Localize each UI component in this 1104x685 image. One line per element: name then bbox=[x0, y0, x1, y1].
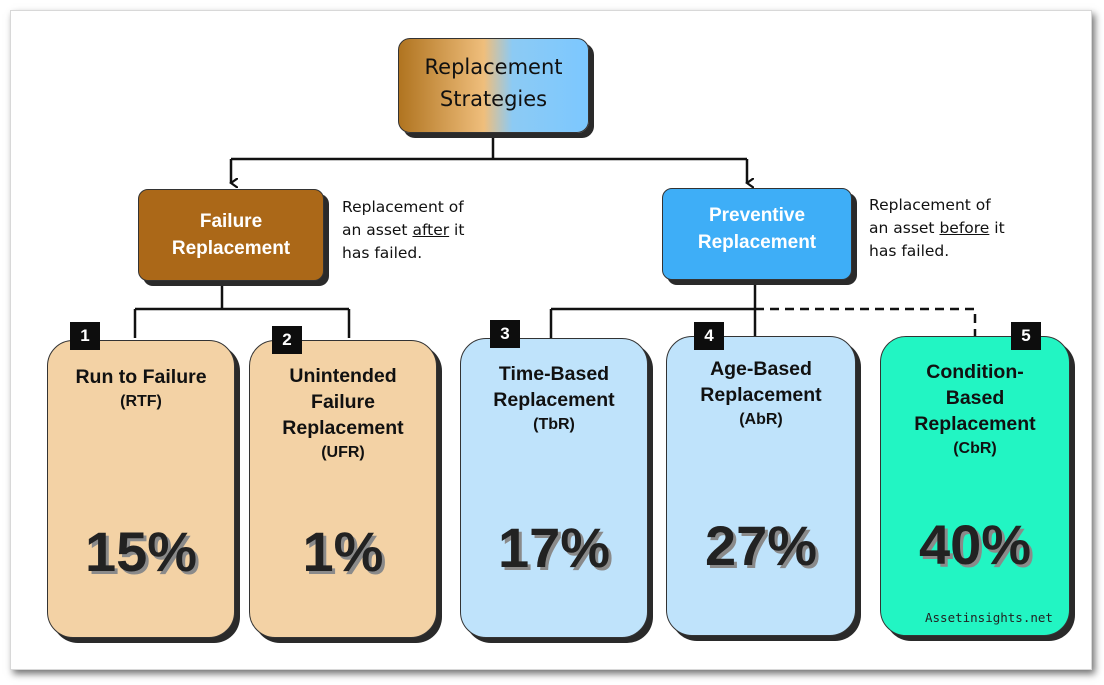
strategy-abbr: (RTF) bbox=[120, 393, 162, 410]
root-title-line1: Replacement bbox=[424, 55, 563, 79]
condition-link bbox=[755, 307, 977, 336]
strategy-card-tbr: Time-Based Replacement (TbR) 17% bbox=[460, 338, 648, 638]
strategy-title-line2: Failure bbox=[311, 391, 375, 413]
strategy-number-badge: 2 bbox=[272, 326, 302, 354]
strategy-title-line3: Replacement bbox=[282, 417, 404, 439]
watermark-text: Assetinsights.net bbox=[925, 610, 1053, 625]
strategy-card-ufr: Unintended Failure Replacement (UFR) 1% bbox=[249, 340, 437, 638]
strategy-title-line2: Replacement bbox=[493, 389, 615, 411]
failure-note-emph: after bbox=[412, 221, 450, 239]
preventive-note: Replacement of an asset before it has fa… bbox=[869, 194, 1009, 263]
strategy-abbr: (TbR) bbox=[533, 416, 575, 433]
preventive-note-post: it has failed. bbox=[869, 219, 1005, 260]
preventive-note-pre: Replacement of an asset bbox=[869, 196, 991, 237]
root-title-line2: Strategies bbox=[439, 87, 548, 111]
strategy-percent: 40% bbox=[918, 513, 1032, 576]
strategy-percent: 15% bbox=[84, 520, 198, 583]
strategy-title-line2: Replacement bbox=[700, 384, 822, 406]
strategy-number-badge: 5 bbox=[1011, 322, 1041, 350]
strategy-card-abr: Age-Based Replacement (AbR) 27% bbox=[666, 336, 856, 636]
strategy-abbr: (AbR) bbox=[739, 411, 783, 428]
failure-replacement-box: Failure Replacement bbox=[138, 189, 324, 281]
failure-title-line1: Failure bbox=[199, 211, 263, 232]
preventive-title-line1: Preventive bbox=[708, 205, 806, 226]
failure-title-line2: Replacement bbox=[171, 238, 291, 259]
failure-note-pre: Replacement of an asset bbox=[342, 198, 464, 239]
strategy-number-badge: 3 bbox=[490, 320, 520, 348]
strategy-card-cbr: Condition- Based Replacement (CbR) 40% A… bbox=[880, 336, 1070, 636]
strategy-title-line1: Condition- bbox=[926, 361, 1024, 383]
strategy-number-badge: 4 bbox=[694, 322, 724, 350]
strategy-title-line1: Unintended bbox=[289, 365, 397, 387]
strategy-title: Run to Failure bbox=[75, 366, 207, 388]
strategy-number-badge: 1 bbox=[70, 322, 100, 350]
strategy-title-line1: Age-Based bbox=[710, 358, 812, 380]
preventive-replacement-box: Preventive Replacement bbox=[662, 188, 852, 280]
strategy-card-rtf: Run to Failure (RTF) 15% bbox=[47, 340, 235, 638]
strategy-percent: 17% bbox=[497, 516, 611, 579]
preventive-note-emph: before bbox=[939, 219, 990, 237]
strategy-title-line2: Based bbox=[945, 387, 1005, 409]
preventive-title-line2: Replacement bbox=[697, 232, 817, 253]
replacement-strategies-box: Replacement Strategies bbox=[398, 38, 589, 133]
strategy-title-line3: Replacement bbox=[914, 413, 1036, 435]
strategy-percent: 27% bbox=[704, 514, 818, 577]
failure-note: Replacement of an asset after it has fai… bbox=[342, 196, 482, 265]
strategy-title-line1: Time-Based bbox=[498, 363, 610, 385]
failure-note-post: it has failed. bbox=[342, 221, 465, 262]
strategy-abbr: (UFR) bbox=[321, 444, 365, 461]
strategy-abbr: (CbR) bbox=[953, 440, 997, 457]
strategy-percent: 1% bbox=[302, 520, 384, 583]
